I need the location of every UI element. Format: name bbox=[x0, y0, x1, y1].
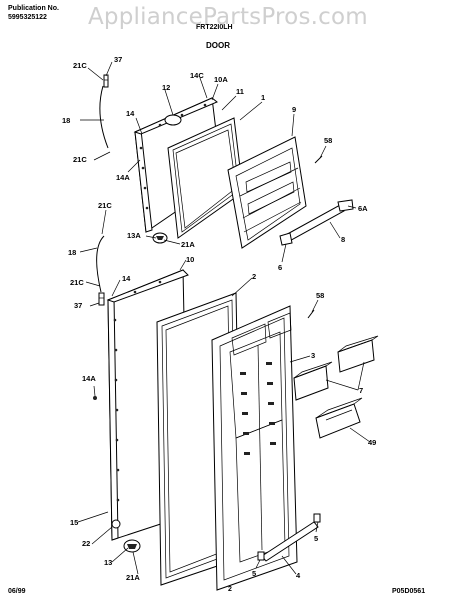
screw-58-lower bbox=[307, 309, 315, 319]
footer-figure-code: P05D0561 bbox=[392, 588, 426, 595]
callout-21C: 21C bbox=[98, 201, 112, 210]
model-number: FRT22I0LH bbox=[196, 24, 233, 31]
callout-11: 11 bbox=[236, 87, 244, 96]
footer-page-number: 2 bbox=[228, 586, 232, 593]
callout-1: 1 bbox=[261, 93, 265, 102]
publication-label: Publication No. bbox=[8, 5, 59, 12]
callout-8: 8 bbox=[341, 235, 345, 244]
callout-13A: 13A bbox=[127, 231, 141, 240]
fresh-food-door-handle bbox=[96, 235, 105, 306]
footer-date: 06/99 bbox=[8, 588, 26, 595]
callout-2: 2 bbox=[252, 272, 256, 281]
upper-hinge bbox=[152, 232, 168, 244]
logo-plate-12 bbox=[164, 114, 182, 126]
watermark: AppliancePartsPros.com bbox=[88, 4, 368, 30]
door-stop-22 bbox=[111, 519, 121, 529]
callout-13: 13 bbox=[104, 558, 112, 567]
callout-21C: 21C bbox=[73, 61, 87, 70]
callout-14: 14 bbox=[126, 109, 135, 118]
callout-5: 5 bbox=[314, 534, 318, 543]
callout-21A: 21A bbox=[181, 240, 195, 249]
callout-18: 18 bbox=[62, 116, 70, 125]
callout-37: 37 bbox=[114, 55, 122, 64]
callout-21C: 21C bbox=[70, 278, 84, 287]
callout-labels: 37 21C 12 14C 10A 11 1 18 14 9 21C 14A 5… bbox=[62, 55, 376, 582]
callout-7: 7 bbox=[359, 386, 363, 395]
lower-hinge bbox=[123, 539, 141, 553]
callout-5: 5 bbox=[252, 569, 256, 578]
callout-12: 12 bbox=[162, 83, 170, 92]
callout-10: 10 bbox=[186, 255, 194, 264]
callout-15: 15 bbox=[70, 518, 78, 527]
door-shelf-bins-7 bbox=[293, 335, 379, 401]
section-title: DOOR bbox=[206, 41, 230, 50]
callout-14A: 14A bbox=[82, 374, 96, 383]
screw-58-upper bbox=[314, 155, 323, 164]
callout-58: 58 bbox=[316, 291, 324, 300]
leader-lines bbox=[77, 61, 371, 575]
callout-3: 3 bbox=[311, 351, 315, 360]
fresh-food-door-liner bbox=[211, 305, 298, 591]
callout-14A: 14A bbox=[116, 173, 130, 182]
callout-6A: 6A bbox=[358, 204, 368, 213]
callout-14: 14 bbox=[122, 274, 131, 283]
freezer-door-handle bbox=[99, 74, 109, 149]
freezer-door-liner bbox=[227, 136, 307, 249]
callout-18: 18 bbox=[68, 248, 76, 257]
dairy-bin-49 bbox=[315, 397, 363, 439]
callout-4: 4 bbox=[296, 571, 301, 580]
callout-10A: 10A bbox=[214, 75, 228, 84]
lower-shelf-rail-4 bbox=[257, 513, 321, 562]
callout-21A: 21A bbox=[126, 573, 140, 582]
callout-6: 6 bbox=[278, 263, 282, 272]
callout-9: 9 bbox=[292, 105, 296, 114]
plug-14A bbox=[93, 396, 97, 400]
callout-37: 37 bbox=[74, 301, 82, 310]
callout-58: 58 bbox=[324, 136, 332, 145]
callout-21C: 21C bbox=[73, 155, 87, 164]
callout-49: 49 bbox=[368, 438, 376, 447]
publication-number: 5995325122 bbox=[8, 14, 47, 21]
callout-22: 22 bbox=[82, 539, 90, 548]
callout-14C: 14C bbox=[190, 71, 204, 80]
freezer-shelf-rail bbox=[279, 199, 354, 246]
